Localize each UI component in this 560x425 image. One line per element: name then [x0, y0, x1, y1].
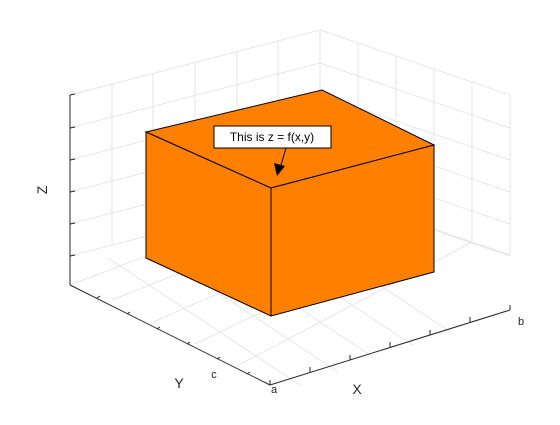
surface-right-face — [270, 144, 435, 317]
tick-labels: a b c — [211, 316, 524, 396]
axis-labels: X Y Z — [34, 185, 362, 397]
annotation: This is z = f(x,y) — [213, 125, 332, 176]
y-tick-label-c: c — [211, 369, 217, 381]
grid-line — [319, 62, 511, 129]
annotation-text: This is z = f(x,y) — [230, 130, 314, 144]
y-tick — [126, 311, 131, 315]
axis-lines — [69, 93, 511, 386]
y-tick — [246, 371, 251, 375]
annotation-arrow-head — [274, 163, 285, 176]
z-tick — [69, 190, 76, 193]
x-tick-label-a: a — [271, 384, 278, 396]
x-axis-line — [269, 309, 511, 386]
x-tick-label-b: b — [518, 316, 524, 328]
y-tick — [156, 326, 161, 330]
x-axis-label: X — [352, 381, 362, 397]
y-tick — [186, 341, 191, 345]
y-axis-label: Y — [174, 375, 184, 391]
grid-line — [69, 62, 321, 129]
y-tick — [216, 356, 221, 360]
z-tick — [69, 254, 76, 257]
z-axis-label: Z — [34, 185, 50, 194]
back-wall-right — [319, 29, 511, 255]
grid-line — [107, 257, 301, 386]
y-axis-line — [69, 284, 271, 386]
z-tick — [69, 222, 76, 225]
annotation-box — [213, 125, 332, 149]
surface — [144, 89, 436, 317]
z-tick — [69, 126, 76, 129]
y-tick — [96, 295, 101, 299]
z-tick — [69, 158, 76, 161]
z-tick — [69, 93, 76, 96]
